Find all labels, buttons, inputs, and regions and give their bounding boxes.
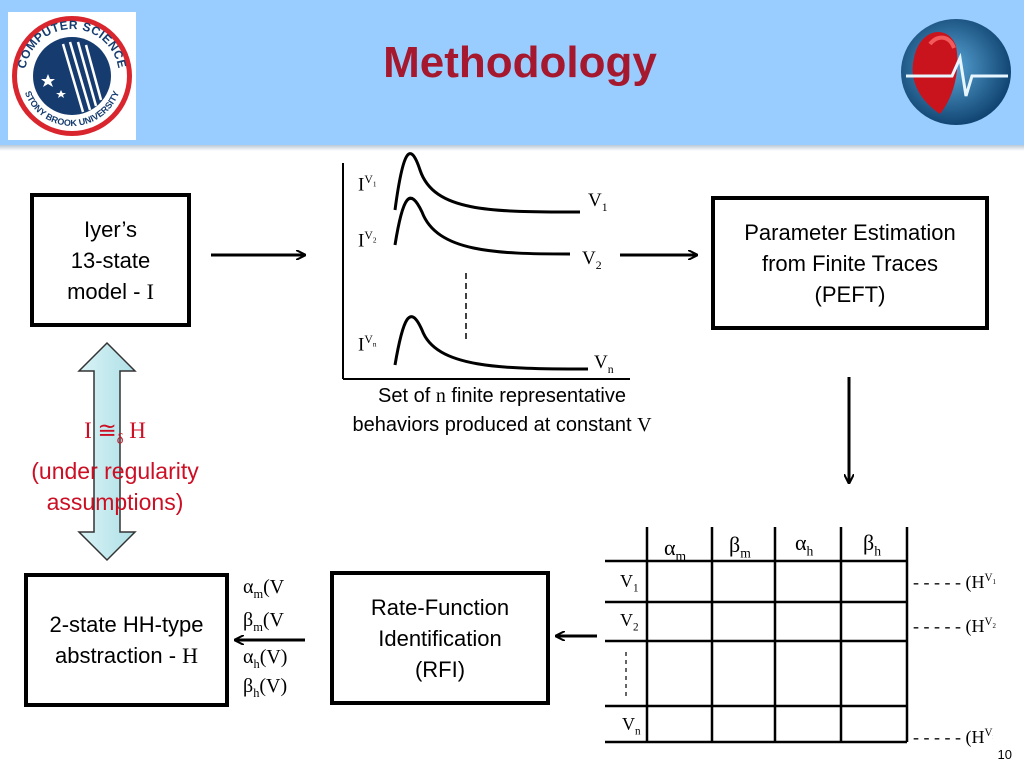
trace-curve-1: [393, 152, 581, 214]
slide-number: 10: [997, 747, 1012, 762]
voltage-label-1: V1: [588, 190, 608, 214]
rate-function-alpha-h: αh(V): [243, 646, 288, 671]
equivalence-target: H: [123, 418, 146, 443]
table-row-vn: Vn: [622, 714, 641, 738]
heart-ecg-icon: [901, 19, 1011, 125]
trace-label-n: IVn: [358, 333, 377, 356]
peft-box-line1: Parameter Estimation: [744, 219, 956, 245]
table-col-alpha-m: αm: [664, 535, 687, 564]
hh-box-line1: 2-state HH-type: [49, 612, 204, 637]
rfi-box-line2: Identification: [378, 625, 502, 651]
table-col-beta-m: βm: [729, 532, 751, 561]
rfi-box-line1: Rate-Function: [370, 594, 510, 620]
equivalence-line2: (under regularity: [31, 457, 199, 484]
trace-label-2: IV2: [358, 229, 377, 252]
hh-box-line2: abstraction -: [54, 643, 183, 668]
row-annotation-n: - - - - - (HVn: [913, 727, 993, 747]
trace-curve-n: [393, 315, 589, 371]
iyer-box-line3: model -: [67, 278, 147, 304]
trace-curve-2: [393, 196, 571, 256]
hh-abstraction-box: 2-state HH-type abstraction - H: [24, 573, 229, 707]
equivalence-label: I ≅δ H (under regularity assumptions): [10, 415, 220, 518]
table-row-v2: V2: [620, 610, 639, 634]
rfi-box: Rate-Function Identification (RFI): [330, 571, 550, 705]
iyer-symbol: I: [146, 278, 154, 304]
table-col-beta-h: βh: [863, 530, 882, 559]
equivalence-delta: δ: [116, 431, 124, 448]
peft-box: Parameter Estimation from Finite Traces …: [711, 196, 989, 330]
equivalence-line3: assumptions): [46, 488, 184, 515]
title-bar-shadow: [0, 145, 1024, 151]
page-title: Methodology: [383, 38, 657, 87]
rate-table-grid: [605, 527, 909, 744]
rfi-box-line3: (RFI): [414, 656, 466, 682]
rate-function-beta-h: βh(V): [243, 675, 288, 700]
rate-function-alpha-m: αm(V: [243, 576, 285, 601]
row-annotation-2: - - - - - (HV2: [913, 616, 996, 636]
row-annotation-1: - - - - - (HV1: [913, 572, 996, 592]
equivalence-relation: I ≅: [84, 418, 117, 443]
rate-function-beta-m: βm(V: [243, 609, 284, 634]
iyer-box-line2: 13-state: [70, 247, 151, 273]
double-arrow-equivalence: [77, 341, 137, 562]
iyer-model-box: Iyer’s 13-state model - I: [30, 193, 191, 327]
hh-symbol: H: [182, 643, 199, 668]
table-col-alpha-h: αh: [795, 530, 814, 559]
traces-caption: Set of n finite representative behaviors…: [352, 385, 652, 436]
peft-box-line2: from Finite Traces: [761, 250, 939, 276]
peft-box-line3: (PEFT): [814, 281, 886, 307]
trace-label-1: IV1: [358, 173, 377, 196]
title-bar: [0, 0, 1024, 145]
voltage-label-n: Vn: [594, 352, 614, 376]
table-row-v1: V1: [620, 571, 639, 595]
stony-brook-cs-logo: COMPUTER SCIENCE STONY BROOK UNIVERSITY: [8, 12, 136, 140]
voltage-label-2: V2: [582, 248, 602, 272]
iyer-box-line1: Iyer’s: [84, 216, 137, 242]
